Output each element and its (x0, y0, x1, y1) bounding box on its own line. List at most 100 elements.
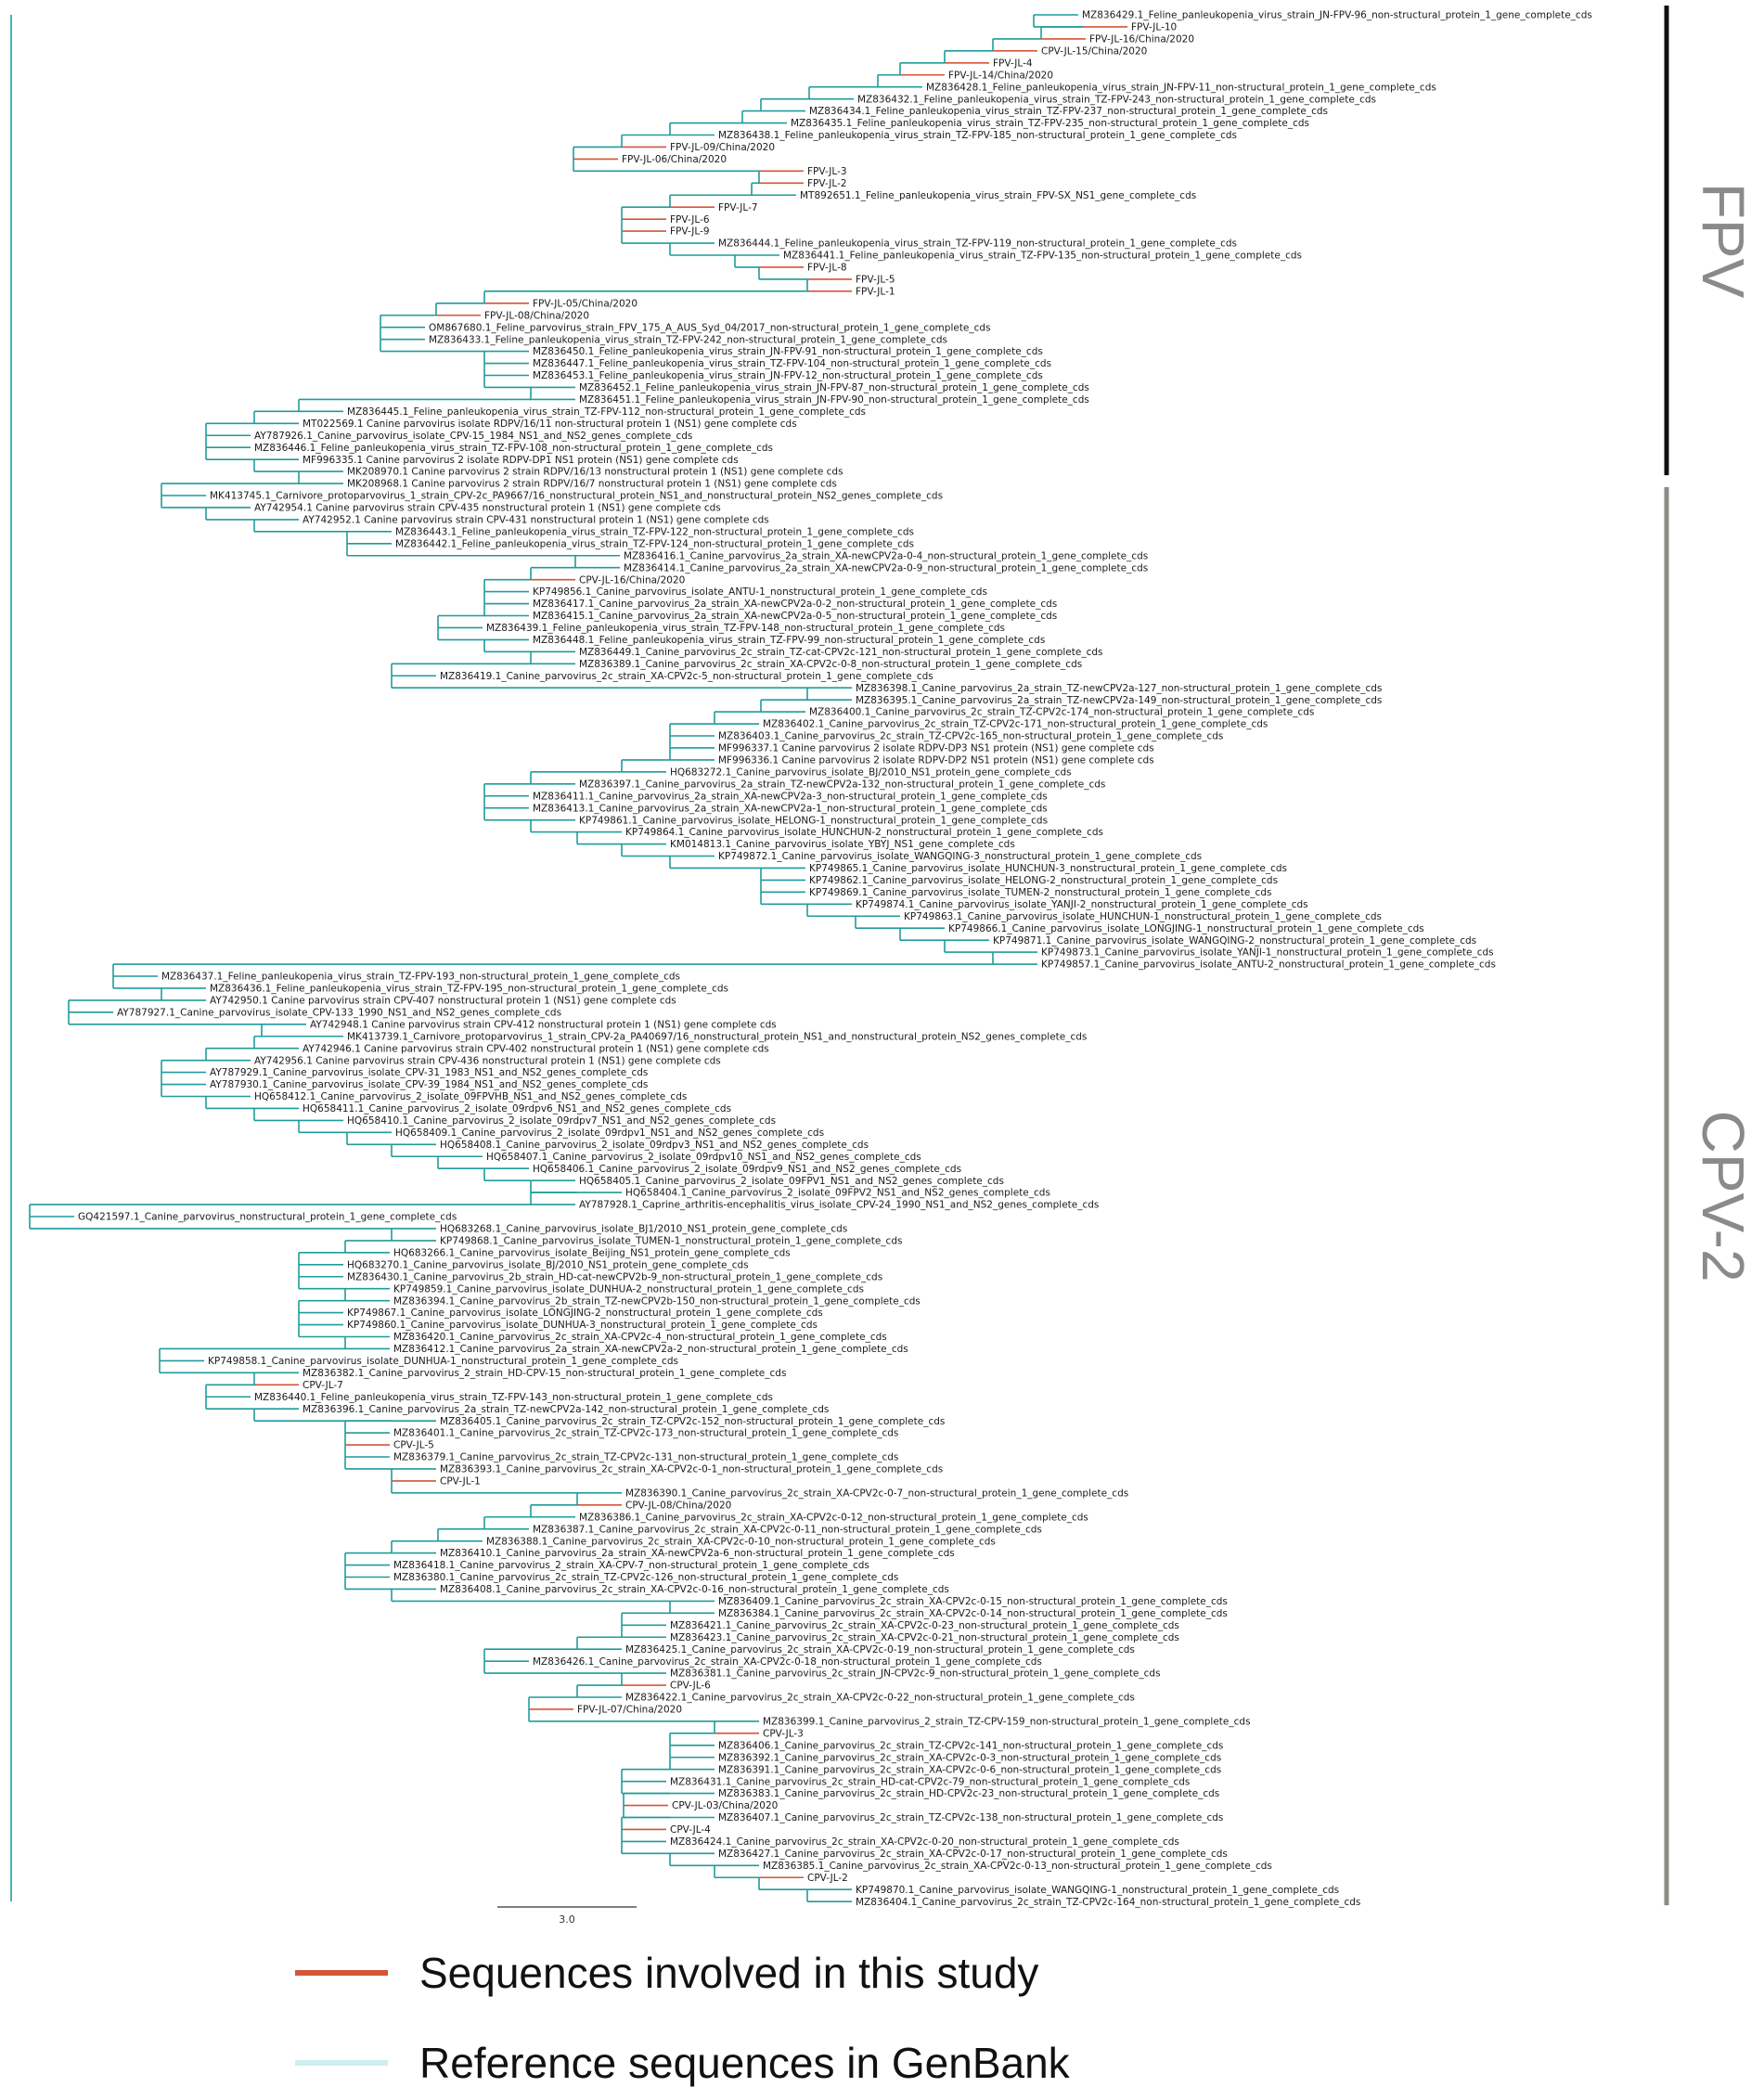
tip-label: MZ836394.1_Canine_parvovirus_2b_strain_T… (393, 1295, 921, 1307)
tip-label: AY787930.1_Canine_parvovirus_isolate_CPV… (210, 1079, 648, 1090)
tip-label: MZ836429.1_Feline_panleukopenia_virus_st… (1082, 10, 1592, 21)
legend-swatch-study (295, 1970, 388, 1976)
tip-label: MZ836446.1_Feline_panleukopenia_virus_st… (254, 443, 773, 454)
tip-label: KP749858.1_Canine_parvovirus_isolate_DUN… (208, 1356, 678, 1367)
tip-label: KP749872.1_Canine_parvovirus_isolate_WAN… (718, 851, 1202, 862)
tip-label: CPV-JL-7 (303, 1380, 343, 1391)
tip-label: KP749868.1_Canine_parvovirus_isolate_TUM… (440, 1236, 902, 1247)
tip-label: MZ836433.1_Feline_panleukopenia_virus_st… (429, 334, 947, 345)
tip-label: HQ658412.1_Canine_parvovirus_2_isolate_0… (254, 1091, 687, 1102)
tip-label: KP749860.1_Canine_parvovirus_isolate_DUN… (347, 1320, 818, 1331)
tip-label: MZ836411.1_Canine_parvovirus_2a_strain_X… (533, 791, 1048, 802)
tip-label: MZ836408.1_Canine_parvovirus_2c_strain_X… (440, 1584, 949, 1595)
tip-label: MZ836415.1_Canine_parvovirus_2a_strain_X… (533, 611, 1057, 622)
tip-label: MK413745.1_Carnivore_protoparvovirus_1_s… (210, 491, 943, 502)
tip-label: MZ836417.1_Canine_parvovirus_2a_strain_X… (533, 599, 1057, 610)
tip-label: AY742956.1 Canine parvovirus strain CPV-… (254, 1055, 721, 1066)
tip-label: MZ836383.1_Canine_parvovirus_2c_strain_H… (718, 1788, 1219, 1799)
tip-label: AY742948.1 Canine parvovirus strain CPV-… (310, 1019, 777, 1030)
tip-label: HQ683268.1_Canine_parvovirus_isolate_BJ1… (440, 1224, 847, 1235)
tip-label: MZ836430.1_Canine_parvovirus_2b_strain_H… (347, 1271, 882, 1282)
tip-label: MZ836424.1_Canine_parvovirus_2c_strain_X… (670, 1836, 1179, 1848)
tip-label: MZ836388.1_Canine_parvovirus_2c_strain_X… (486, 1536, 996, 1547)
tip-label: MZ836397.1_Canine_parvovirus_2a_strain_T… (579, 779, 1105, 790)
tip-label: FPV-JL-2 (807, 178, 847, 189)
tip-label: FPV-JL-16/China/2020 (1089, 34, 1194, 45)
tip-label: FPV-JL-8 (807, 263, 847, 274)
tip-label: KP749863.1_Canine_parvovirus_isolate_HUN… (904, 911, 1382, 922)
tip-label: MF996336.1 Canine parvovirus 2 isolate R… (718, 755, 1154, 767)
tip-label: MZ836389.1_Canine_parvovirus_2c_strain_X… (579, 659, 1082, 670)
tip-label: MZ836380.1_Canine_parvovirus_2c_strain_T… (393, 1572, 898, 1583)
tip-label: GQ421597.1_Canine_parvovirus_nonstructur… (78, 1212, 457, 1223)
tip-label: HQ658406.1_Canine_parvovirus_2_isolate_0… (533, 1164, 961, 1175)
tip-label: FPV-JL-7 (718, 202, 758, 213)
scale-bar-label: 3.0 (559, 1913, 575, 1926)
legend-label-study: Sequences involved in this study (419, 1949, 1039, 1997)
tip-label: CPV-JL-4 (670, 1824, 711, 1836)
tip-label: CPV-JL-2 (807, 1873, 848, 1884)
tip-label: OM867680.1_Feline_parvovirus_strain_FPV_… (429, 322, 991, 333)
tip-label: MZ836400.1_Canine_parvovirus_2c_strain_T… (809, 707, 1314, 718)
tip-label: MZ836443.1_Feline_panleukopenia_virus_st… (395, 526, 914, 537)
tip-label: MZ836420.1_Canine_parvovirus_2c_strain_X… (393, 1332, 887, 1343)
tip-label: MK413739.1_Carnivore_protoparvovirus_1_s… (347, 1031, 1087, 1042)
tip-label: FPV-JL-9 (670, 226, 710, 238)
tip-label: MZ836445.1_Feline_panleukopenia_virus_st… (347, 406, 866, 418)
tip-label: KP749869.1_Canine_parvovirus_isolate_TUM… (809, 887, 1271, 898)
tip-label: CPV-JL-1 (440, 1476, 481, 1488)
tip-label: MZ836399.1_Canine_parvovirus_2_strain_TZ… (763, 1717, 1251, 1728)
tip-label: MZ836391.1_Canine_parvovirus_2c_strain_X… (718, 1764, 1221, 1775)
tip-label: CPV-JL-15/China/2020 (1041, 45, 1147, 57)
tip-label: MZ836412.1_Canine_parvovirus_2a_strain_X… (393, 1344, 908, 1355)
tip-label: MZ836441.1_Feline_panleukopenia_virus_st… (783, 251, 1302, 262)
tip-label: KP749865.1_Canine_parvovirus_isolate_HUN… (809, 863, 1287, 874)
tip-label: MF996335.1 Canine parvovirus 2 isolate R… (303, 455, 739, 466)
tip-label: MZ836386.1_Canine_parvovirus_2c_strain_X… (579, 1512, 1088, 1523)
tip-label: MZ836421.1_Canine_parvovirus_2c_strain_X… (670, 1620, 1179, 1631)
tip-label: MZ836384.1_Canine_parvovirus_2c_strain_X… (718, 1608, 1228, 1619)
tip-label: FPV-JL-05/China/2020 (533, 298, 637, 309)
tip-label: MK208968.1 Canine parvovirus 2 strain RD… (347, 479, 837, 490)
tip-label: FPV-JL-14/China/2020 (948, 70, 1053, 81)
tip-label: HQ658408.1_Canine_parvovirus_2_isolate_0… (440, 1140, 869, 1151)
tip-label: MZ836427.1_Canine_parvovirus_2c_strain_X… (718, 1849, 1228, 1860)
tip-label: MZ836439.1_Feline_panleukopenia_virus_st… (486, 623, 1005, 634)
tip-label: MZ836442.1_Feline_panleukopenia_virus_st… (395, 538, 914, 549)
tip-label: CPV-JL-16/China/2020 (579, 574, 685, 586)
tip-label: HQ658407.1_Canine_parvovirus_2_isolate_0… (486, 1152, 921, 1163)
tip-label: MZ836405.1_Canine_parvovirus_2c_strain_T… (440, 1416, 945, 1427)
tip-label: MZ836401.1_Canine_parvovirus_2c_strain_T… (393, 1428, 898, 1439)
tip-label: MZ836449.1_Canine_parvovirus_2c_strain_T… (579, 647, 1103, 658)
tip-label: MZ836436.1_Feline_panleukopenia_virus_st… (210, 984, 728, 995)
tip-label: MZ836410.1_Canine_parvovirus_2a_strain_X… (440, 1548, 955, 1559)
tip-label: MZ836426.1_Canine_parvovirus_2c_strain_X… (533, 1656, 1042, 1668)
tip-label: FPV-JL-10 (1131, 22, 1177, 33)
tip-label: KP749874.1_Canine_parvovirus_isolate_YAN… (856, 899, 1308, 910)
tip-label: MZ836379.1_Canine_parvovirus_2c_strain_T… (393, 1452, 898, 1463)
tip-labels: MZ836429.1_Feline_panleukopenia_virus_st… (78, 10, 1592, 1908)
tip-label: MZ836418.1_Canine_parvovirus_2_strain_XA… (393, 1560, 869, 1571)
tip-label: MZ836434.1_Feline_panleukopenia_virus_st… (809, 106, 1328, 117)
tip-label: KP749861.1_Canine_parvovirus_isolate_HEL… (579, 815, 1048, 826)
tip-label: HQ658409.1_Canine_parvovirus_2_isolate_0… (395, 1127, 824, 1139)
tip-label: MZ836393.1_Canine_parvovirus_2c_strain_X… (440, 1464, 943, 1475)
tip-label: MZ836422.1_Canine_parvovirus_2c_strain_X… (625, 1693, 1135, 1704)
tip-label: FPV-JL-3 (807, 166, 847, 177)
tip-label: MZ836448.1_Feline_panleukopenia_virus_st… (533, 635, 1045, 646)
tip-label: MZ836451.1_Feline_panleukopenia_virus_st… (579, 394, 1089, 406)
tip-label: KM014813.1_Canine_parvovirus_isolate_YBY… (670, 839, 1015, 850)
legend-swatch-reference (295, 2060, 388, 2066)
tip-label: MZ836444.1_Feline_panleukopenia_virus_st… (718, 238, 1237, 250)
tip-label: CPV-JL-5 (393, 1440, 434, 1451)
tip-label: AY742954.1 Canine parvovirus strain CPV-… (254, 503, 721, 514)
tip-label: FPV-JL-4 (993, 58, 1033, 69)
tip-label: CPV-JL-08/China/2020 (625, 1500, 731, 1511)
tree-branches (10, 14, 1127, 1902)
tip-label: AY787929.1_Canine_parvovirus_isolate_CPV… (210, 1067, 648, 1078)
tip-label: FPV-JL-1 (856, 286, 895, 297)
tip-label: KP749857.1_Canine_parvovirus_isolate_ANT… (1041, 960, 1496, 971)
tip-label: MK208970.1 Canine parvovirus 2 strain RD… (347, 467, 843, 478)
tip-label: MZ836414.1_Canine_parvovirus_2a_strain_X… (624, 562, 1148, 573)
